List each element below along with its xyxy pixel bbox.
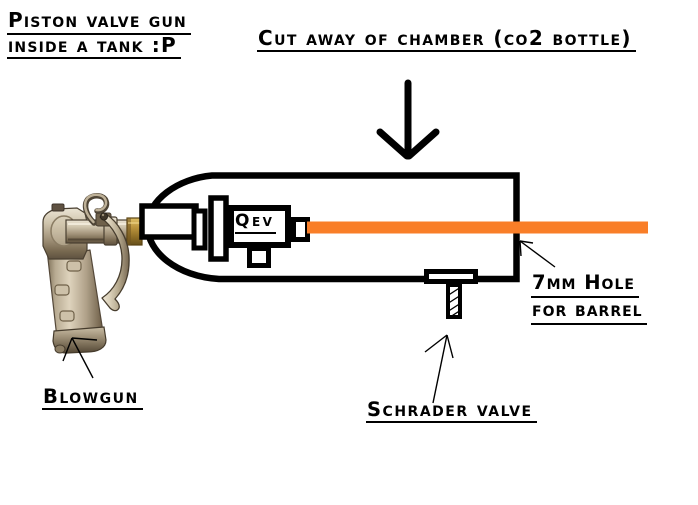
hole-arrow-icon [519, 240, 556, 268]
qev-body [228, 205, 291, 248]
schrader-hatching [448, 286, 460, 317]
qev-label: Qev [235, 212, 277, 234]
barrel-rect [307, 221, 648, 234]
gun-handle-cap [52, 326, 107, 354]
gun-hook-highlight [83, 193, 108, 224]
inlet-pipe [139, 203, 199, 240]
gun-screw [100, 212, 109, 221]
gun-grip-marks [54, 260, 82, 322]
schrader-flange [424, 269, 478, 284]
gun-trigger [99, 213, 130, 312]
blowgun-arrow-icon [62, 337, 98, 379]
hole-label-line-1: 7mm Hole [531, 271, 647, 298]
qev-flange [208, 195, 229, 262]
page-title: Piston valve gun inside a tank :P [7, 9, 191, 59]
down-arrow-icon [376, 79, 440, 160]
gun-screw-glint [101, 213, 105, 217]
title-line-2: inside a tank :P [7, 34, 191, 59]
hole-label-line-2: for barrel [531, 298, 647, 325]
gun-cap-nub [54, 344, 66, 354]
hole-label: 7mm Hole for barrel [531, 271, 647, 325]
title-line-1: Piston valve gun [7, 9, 191, 35]
schrader-label: Schrader valve [366, 400, 537, 423]
qev-outlet [291, 217, 310, 242]
schrader-arrow-icon [424, 334, 454, 404]
gun-nozzle-band [127, 218, 131, 245]
qev-bushing [191, 208, 208, 251]
cutaway-heading: Cut away of chamber (co2 bottle) [257, 27, 636, 52]
qev-drain-port [247, 246, 271, 268]
blowgun-label: Blowgun [42, 387, 143, 410]
blowgun-photo [42, 193, 143, 354]
gun-top-tab [51, 203, 65, 212]
